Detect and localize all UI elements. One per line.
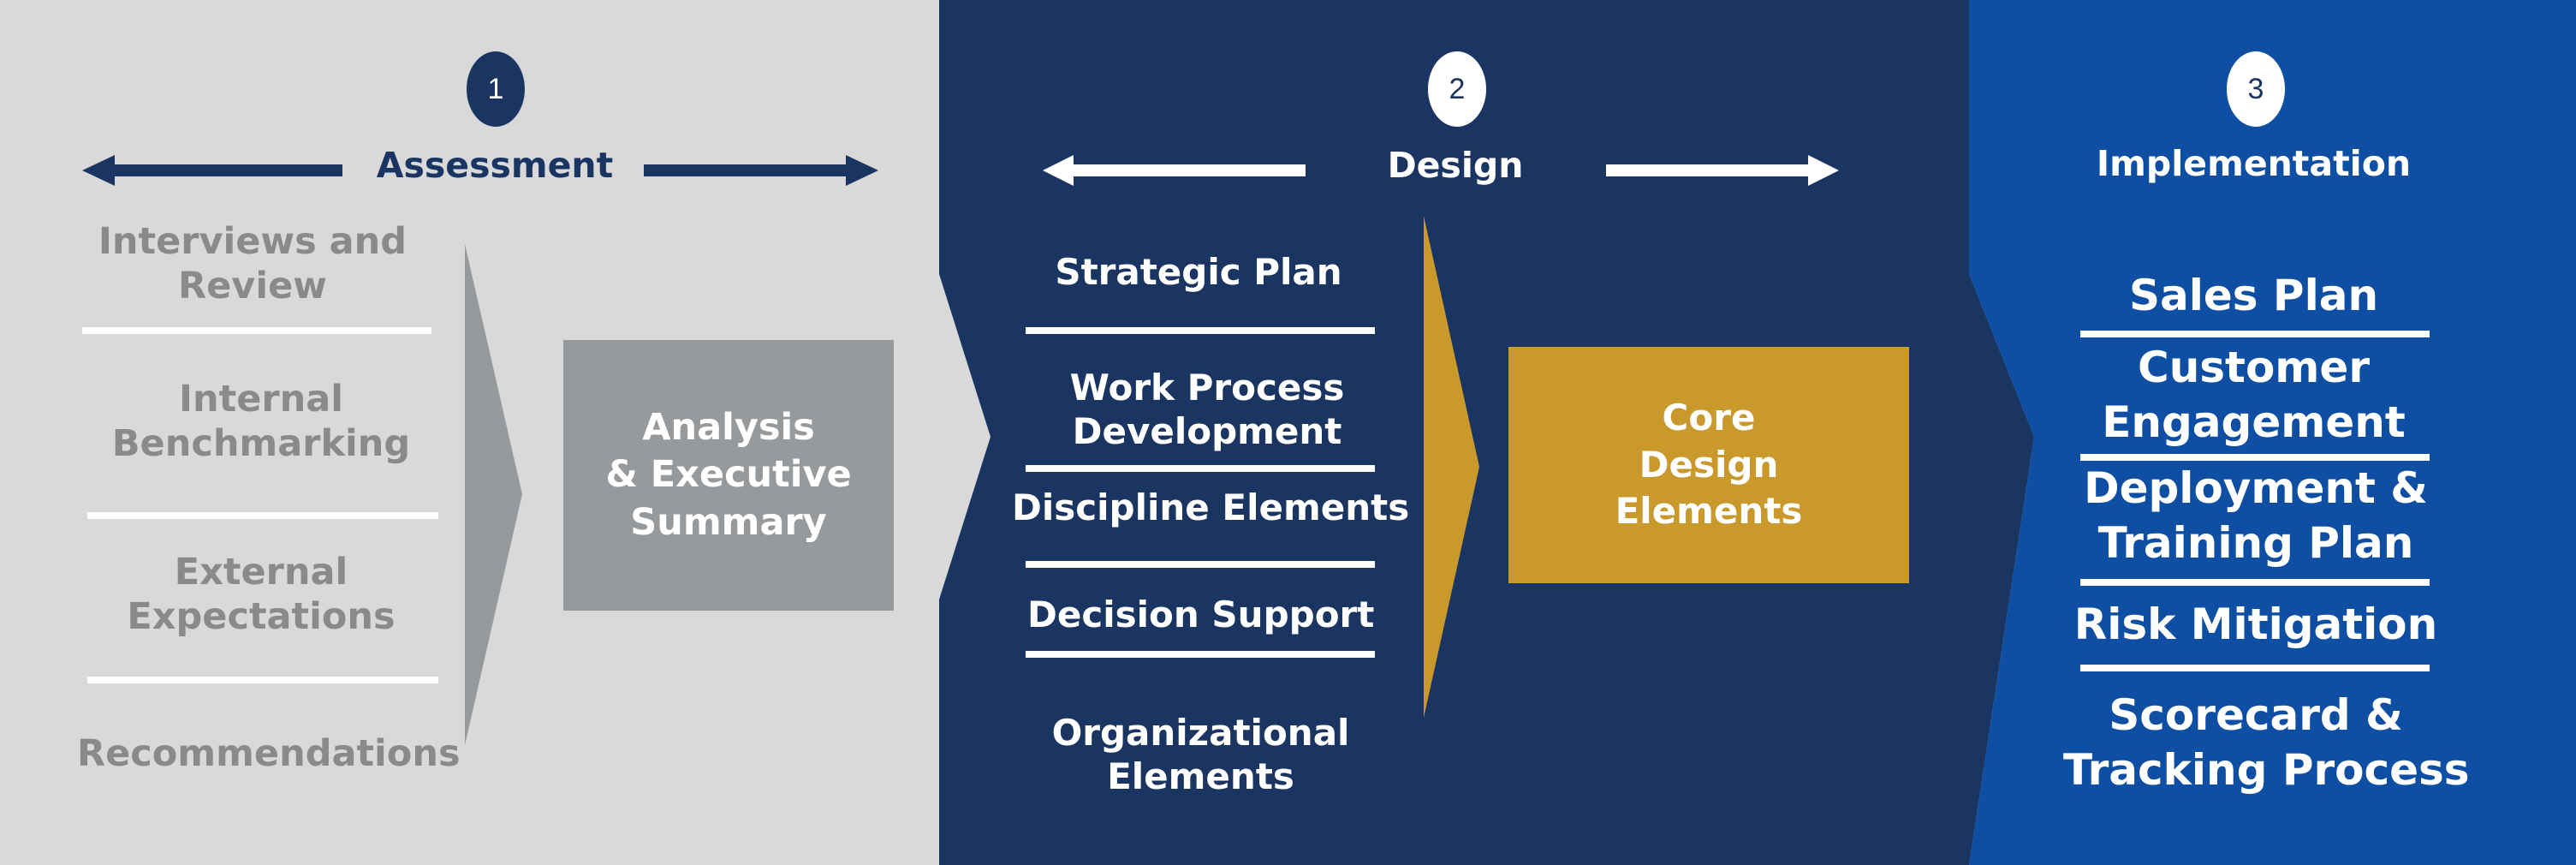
design-left-arrow-icon — [1043, 155, 1306, 186]
implementation-panel — [1969, 0, 2576, 865]
implementation-item: Risk Mitigation — [2073, 600, 2438, 649]
implementation-title: Implementation — [2096, 143, 2412, 184]
design-item: Strategic Plan — [1055, 251, 1342, 293]
implementation-divider — [2080, 331, 2430, 337]
assessment-divider — [87, 512, 438, 519]
design-item: Discipline Elements — [1012, 486, 1410, 528]
assessment-title: Assessment — [376, 145, 614, 186]
design-item: Organizational Elements — [1051, 712, 1350, 798]
assessment-item: Interviews and Review — [98, 220, 408, 308]
step-3-badge: 3 — [2227, 51, 2285, 127]
assessment-item: Recommendations — [77, 732, 461, 775]
assessment-divider — [87, 677, 438, 683]
design-divider — [1026, 561, 1375, 568]
step-number: 3 — [2247, 72, 2264, 105]
design-right-arrow-icon — [1606, 155, 1839, 186]
assessment-chevron — [465, 244, 522, 745]
implementation-item: Scorecard & Tracking Process — [2063, 690, 2470, 795]
design-title: Design — [1387, 145, 1524, 186]
assessment-item: External Expectations — [127, 551, 396, 639]
design-divider — [1026, 465, 1375, 472]
core-design-label: Core Design Elements — [1615, 397, 1803, 533]
design-divider — [1026, 651, 1375, 658]
step-number: 1 — [487, 72, 504, 105]
assessment-right-arrow-icon — [644, 155, 878, 186]
implementation-divider — [2080, 454, 2430, 461]
step-2-badge: 2 — [1428, 51, 1486, 127]
design-chevron — [1424, 216, 1479, 718]
assessment-divider — [82, 327, 431, 334]
analysis-summary-label: Analysis & Executive Summary — [605, 406, 852, 544]
implementation-divider — [2080, 579, 2430, 586]
assessment-item: Internal Benchmarking — [111, 378, 411, 466]
design-panel — [939, 0, 2034, 865]
design-divider — [1026, 327, 1375, 334]
implementation-item: Sales Plan — [2128, 271, 2379, 320]
design-item: Decision Support — [1027, 594, 1375, 635]
core-design-box: Core Design Elements — [1508, 347, 1909, 583]
analysis-summary-box: Analysis & Executive Summary — [563, 340, 894, 611]
design-item: Work Process Development — [1069, 367, 1345, 453]
implementation-divider — [2080, 665, 2430, 671]
step-1-badge: 1 — [467, 51, 525, 127]
step-number: 2 — [1449, 72, 1466, 105]
implementation-item: Deployment & Training Plan — [2084, 463, 2428, 568]
implementation-item: Customer Engagement — [2102, 343, 2406, 447]
assessment-left-arrow-icon — [82, 155, 342, 186]
